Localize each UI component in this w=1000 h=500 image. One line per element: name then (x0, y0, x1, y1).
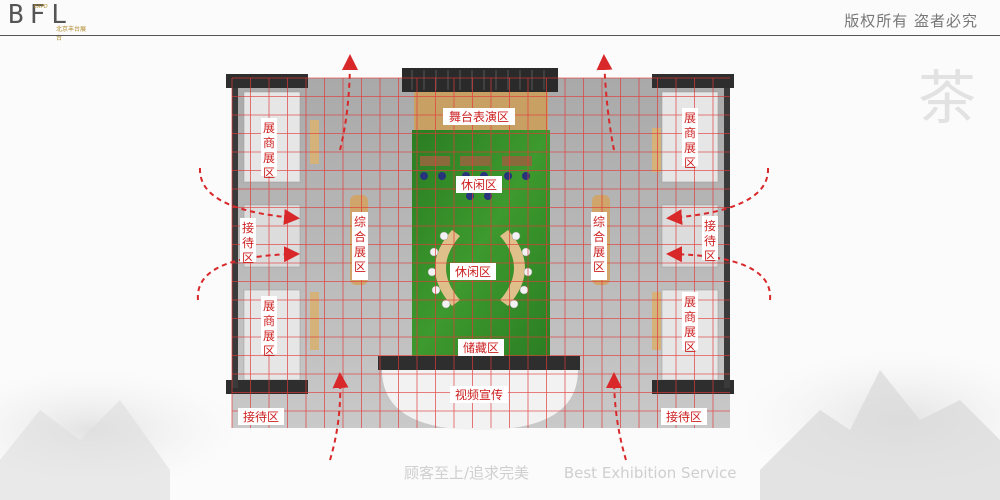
zone-labels: 舞台表演区 休闲区 休闲区 储藏区 视频宣传 综合展区 综合展区 (238, 108, 718, 425)
label-vendor-right-bottom: 展商展区 (682, 292, 698, 354)
leisure-lawn (412, 130, 550, 362)
flow-arrow-bottom-left (329, 372, 349, 461)
label-vendor-left-top-text: 展商展区 (263, 121, 275, 180)
bottom-left-wall (226, 380, 308, 394)
label-reception-right-bottom: 接待区 (661, 408, 707, 425)
left-counters (310, 120, 319, 350)
label-vendor-right-top-text: 展商展区 (684, 111, 696, 170)
logo-subtitle: 北京丰台展台 (56, 26, 87, 42)
sofa-stools (427, 231, 533, 309)
label-general-right: 综合展区 (591, 212, 607, 280)
flow-arrow-right-upper (666, 167, 770, 226)
flow-arrow-bottom-right (606, 372, 627, 461)
flow-arrow-left-lower (196, 246, 300, 301)
label-vendor-right-bottom-text: 展商展区 (684, 295, 696, 354)
mountain-left (0, 400, 170, 500)
label-storage-text: 储藏区 (463, 340, 499, 355)
label-stage-text: 舞台表演区 (449, 109, 509, 124)
label-storage: 储藏区 (458, 339, 504, 356)
logo-letters: BFL (8, 0, 73, 30)
right-counters (652, 128, 661, 350)
label-leisure-mid-text: 休闲区 (455, 265, 491, 279)
label-reception-right-mid-text: 接待区 (704, 218, 716, 263)
top-gate-slats (411, 70, 545, 90)
footer-slogan: 顾客至上/追求完美 Best Exhibition Service (404, 462, 766, 483)
right-side-wall (724, 88, 730, 388)
label-vendor-left-top: 展商展区 (261, 118, 277, 180)
label-leisure-top-text: 休闲区 (461, 178, 497, 192)
label-general-right-text: 综合展区 (593, 215, 605, 274)
company-logo: BFL EXPO 北京丰台展台 (8, 0, 88, 42)
label-vendor-left-bottom: 展商展区 (261, 296, 277, 358)
slogan-english: Best Exhibition Service (563, 464, 737, 482)
top-center-gate (402, 68, 558, 92)
slogan-chinese: 顾客至上/追求完美 (404, 464, 530, 482)
bottom-right-wall (652, 380, 734, 394)
label-vendor-right-top: 展商展区 (682, 108, 698, 170)
tea-watermark: 茶 (918, 64, 976, 132)
top-right-wall (652, 74, 734, 88)
copyright-notice: 版权所有 盗者必究 (844, 12, 978, 30)
label-general-left: 综合展区 (352, 212, 368, 280)
label-leisure-mid: 休闲区 (450, 263, 496, 280)
label-reception-left-bottom: 接待区 (238, 408, 284, 425)
label-reception-left-mid-text: 接待区 (242, 220, 254, 265)
top-left-wall (226, 74, 308, 88)
label-video: 视频宣传 (450, 386, 508, 403)
label-vendor-left-bottom-text: 展商展区 (263, 299, 275, 358)
label-general-left-text: 综合展区 (354, 215, 366, 274)
label-reception-left-mid: 接待区 (240, 218, 256, 265)
label-video-text: 视频宣传 (455, 387, 503, 402)
visitor-flow-arrows (196, 54, 772, 461)
flow-arrow-right-lower (666, 246, 772, 301)
flow-arrow-top-right (596, 54, 615, 151)
logo-expo-text: EXPO (34, 4, 48, 10)
flow-arrow-top-left (339, 54, 358, 151)
label-reception-left-bottom-text: 接待区 (243, 409, 279, 424)
page-header: BFL EXPO 北京丰台展台 版权所有 盗者必究 (0, 0, 1000, 42)
mountain-right (760, 370, 1000, 500)
label-stage: 舞台表演区 (443, 108, 515, 125)
label-leisure-top: 休闲区 (456, 176, 502, 193)
storage-gate (378, 356, 580, 370)
left-side-wall (232, 88, 238, 388)
header-divider (0, 35, 1000, 36)
label-reception-right-mid: 接待区 (702, 216, 718, 263)
left-curved-sofa (435, 230, 460, 306)
right-curved-sofa (500, 230, 525, 306)
label-reception-right-bottom-text: 接待区 (666, 409, 702, 424)
